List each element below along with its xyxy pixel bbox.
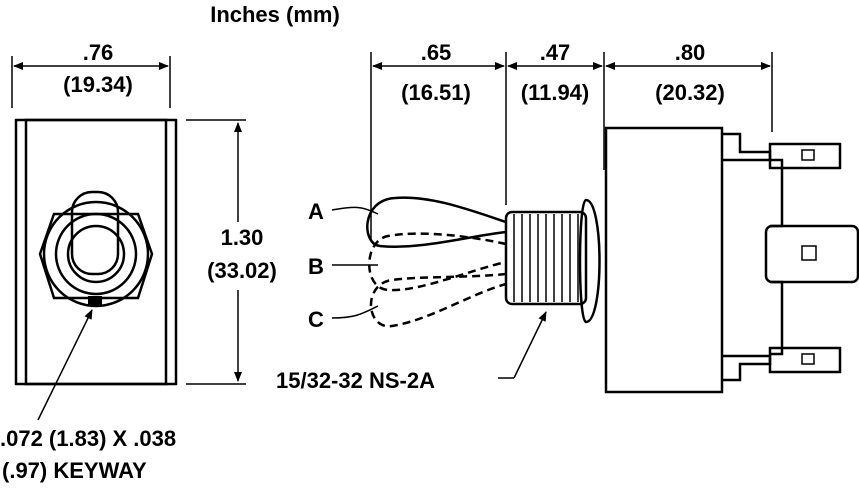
terminal-bracket-lower — [770, 280, 784, 356]
terminal-bracket-upper — [770, 158, 784, 228]
keyway-leader — [37, 309, 93, 421]
body-length-inches: .80 — [675, 40, 706, 65]
height-inches: 1.30 — [221, 225, 264, 250]
bushing-bore — [66, 224, 126, 284]
terminal-bottom — [768, 346, 842, 374]
width-inches: .76 — [83, 40, 114, 65]
position-label-c: C — [308, 307, 324, 332]
keyway-label-line1: .072 (1.83) X .038 — [0, 426, 176, 451]
bushing-length-inches: .47 — [540, 40, 571, 65]
switch-body — [604, 126, 724, 394]
switch-housing-inner — [24, 118, 168, 386]
height-mm: (33.02) — [207, 258, 277, 283]
bushing-ring-inner — [54, 212, 138, 296]
lever-position-a — [366, 196, 507, 248]
hex-nut — [38, 212, 154, 300]
terminal-bottom-base — [722, 354, 772, 382]
handle-length-inches: .65 — [421, 40, 452, 65]
keyway-label-line2: (.97) KEYWAY — [2, 458, 147, 483]
handle-length-mm: (16.51) — [401, 80, 471, 105]
thread-leader — [513, 311, 547, 379]
mounting-washer — [578, 198, 601, 324]
terminal-bottom-hole — [801, 353, 815, 365]
keyway-notch — [88, 296, 102, 306]
toggle-lever-front — [70, 190, 120, 276]
terminal-top-hole — [801, 149, 815, 161]
threaded-bushing — [504, 210, 588, 306]
side-view: .65 (16.51) .47 (11.94) .80 (20.32) A B … — [276, 40, 859, 394]
position-label-b: B — [308, 254, 324, 279]
leader-a — [331, 206, 379, 215]
position-label-a: A — [308, 199, 324, 224]
terminal-top-base — [722, 132, 772, 162]
terminal-top — [768, 142, 842, 170]
leader-c — [331, 305, 379, 319]
terminal-center — [764, 224, 859, 284]
terminal-center-hole — [801, 245, 817, 261]
bushing-threads — [513, 214, 579, 302]
front-view: .76 (19.34) 1.30 (33.02) .072 (1.83) X .… — [0, 40, 277, 483]
thread-spec-label: 15/32-32 NS-2A — [276, 368, 435, 393]
bushing-length-mm: (11.94) — [521, 80, 590, 105]
bushing-ring-outer — [42, 200, 150, 308]
lever-position-c — [369, 272, 507, 328]
width-mm: (19.34) — [63, 72, 133, 97]
lever-position-b — [368, 232, 507, 292]
units-title: Inches (mm) — [210, 2, 340, 27]
body-length-mm: (20.32) — [655, 80, 725, 105]
